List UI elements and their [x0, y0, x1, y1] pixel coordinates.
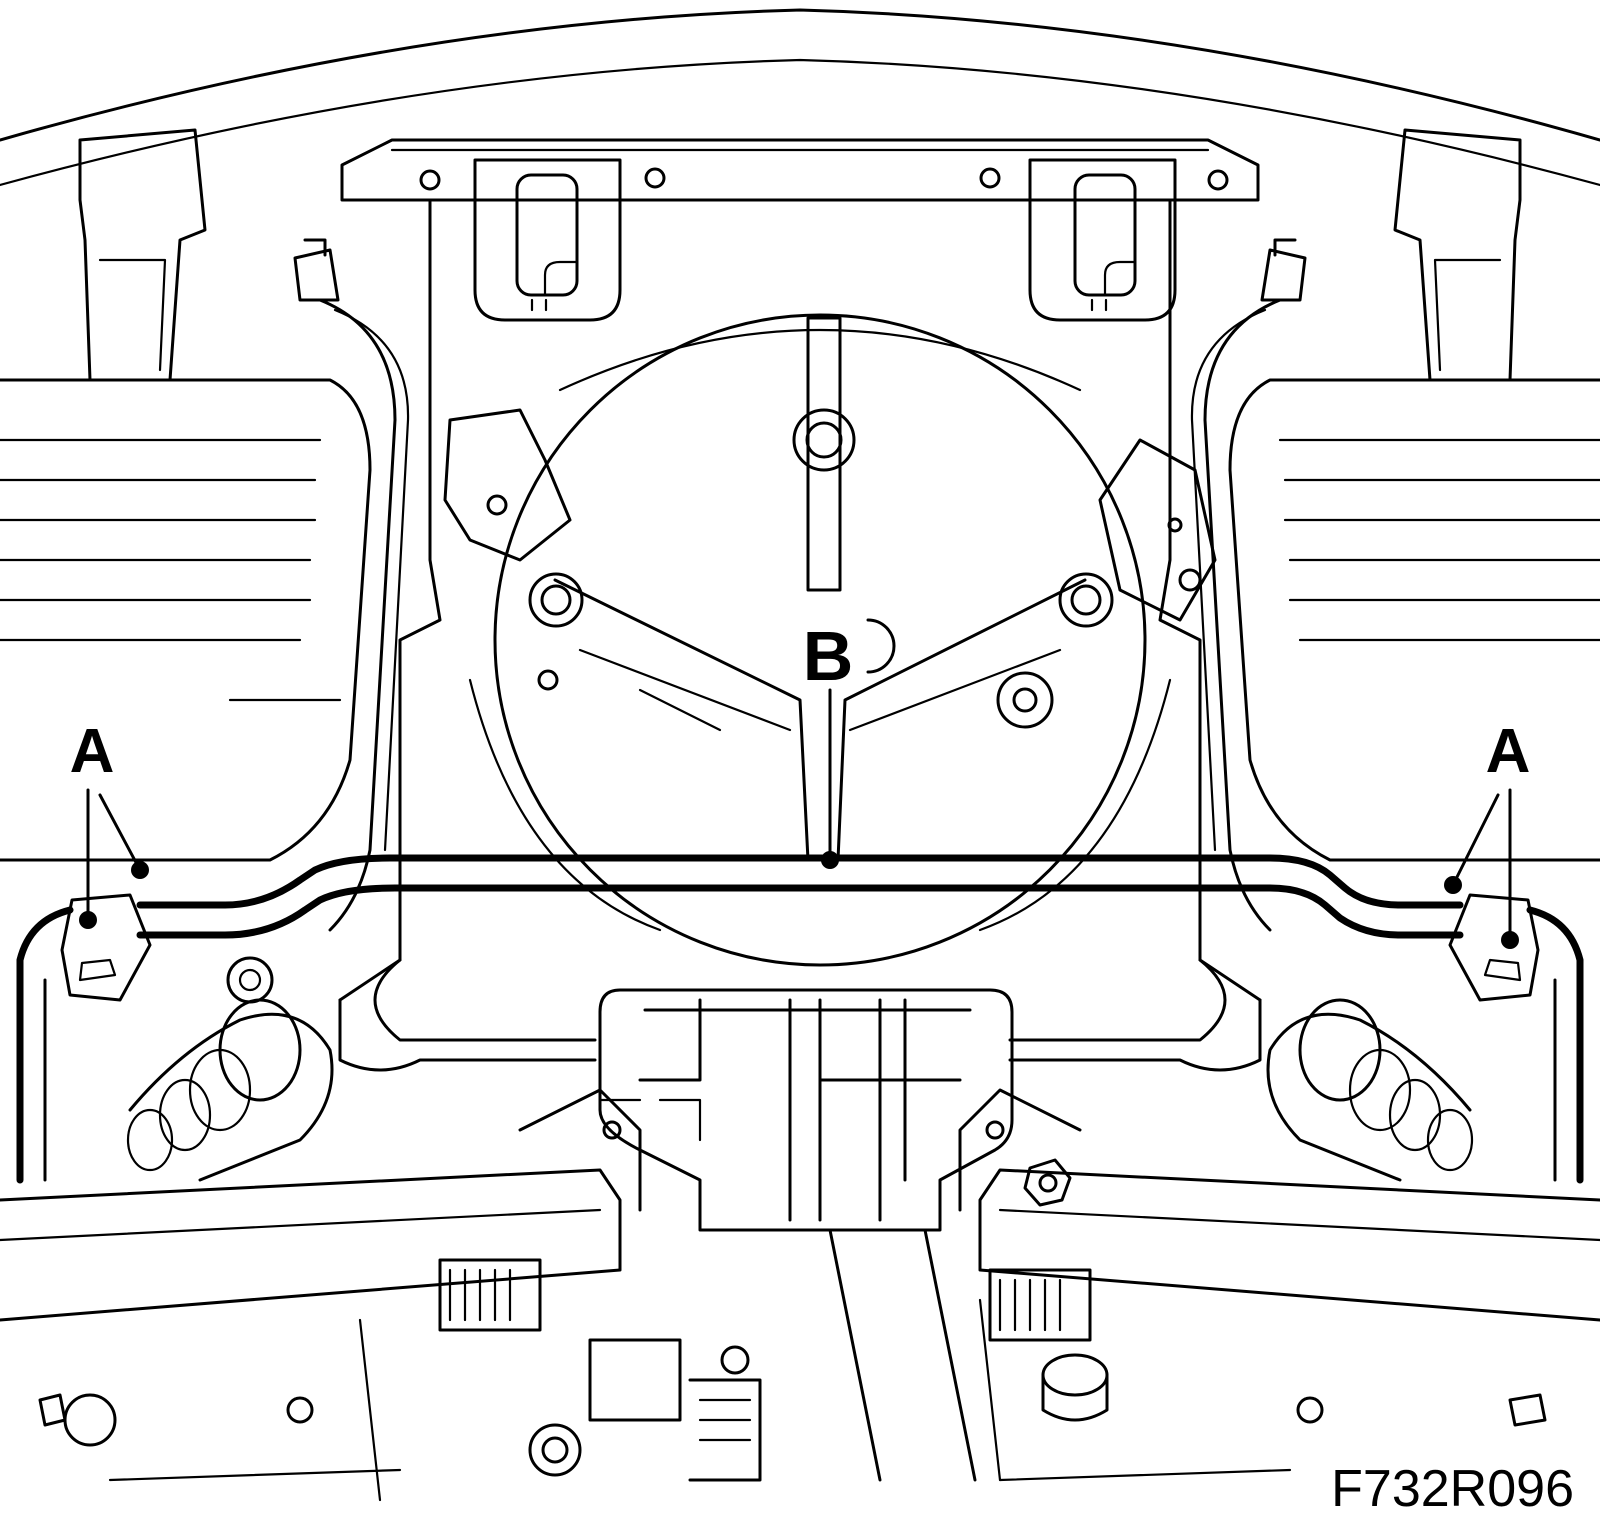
callout-point-b	[821, 851, 839, 869]
differential-housing	[598, 988, 1072, 1232]
callout-label-a-right: A	[1486, 717, 1531, 786]
spare-wheel-well	[443, 313, 1217, 967]
drive-shaft-right	[1266, 998, 1474, 1182]
wheel-arches	[16, 906, 1584, 1184]
propshaft	[828, 1228, 977, 1482]
bolt	[602, 1120, 622, 1140]
figure-code: F732R096	[1331, 1460, 1574, 1518]
stabilizer-bracket-right	[1444, 876, 1540, 1002]
lower-control-arm-left	[0, 1088, 642, 1322]
callout-leaders	[86, 688, 1512, 942]
body-outline	[0, 8, 1600, 187]
right-rear-structure	[1158, 128, 1600, 1002]
drive-shaft-left	[126, 956, 334, 1182]
slot-bracket-right	[1028, 158, 1177, 322]
bolt	[1207, 169, 1229, 191]
figure-code-background	[1298, 1455, 1578, 1515]
bolt	[419, 169, 441, 191]
slot-bracket-left	[473, 158, 622, 322]
bolt	[979, 167, 1001, 189]
bolt	[644, 167, 666, 189]
stabilizer-bracket-left	[60, 861, 152, 1002]
rear-cross-member	[340, 138, 1260, 202]
lower-control-arm-right	[958, 1088, 1600, 1322]
callout-label-b: B	[803, 617, 854, 695]
lower-hardware	[38, 1258, 1547, 1502]
left-rear-structure	[0, 128, 442, 1002]
stabilizer-bar	[136, 854, 1464, 939]
bolt	[985, 1120, 1005, 1140]
callout-label-a-left: A	[70, 717, 115, 786]
rear-subframe	[338, 958, 1262, 1072]
